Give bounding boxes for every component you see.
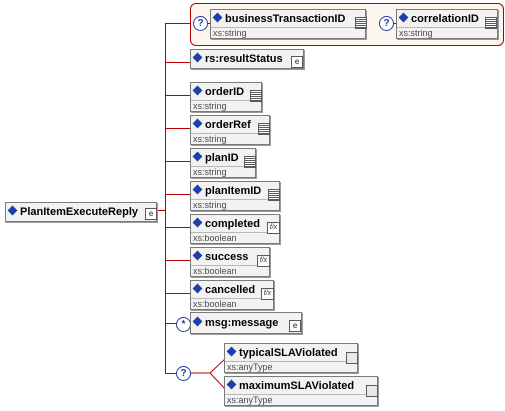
optional-indicator-group-bottom: ?: [176, 366, 191, 381]
choice-connector-lines: [190, 357, 226, 391]
element-message[interactable]: msg:message e: [190, 312, 302, 334]
complex-content-icon: e: [289, 320, 301, 332]
element-planitemid[interactable]: planItemID xs:string: [190, 181, 280, 211]
element-label: orderID: [205, 86, 245, 98]
element-diamond-icon: [226, 379, 237, 390]
branch-planid: [165, 161, 191, 162]
branch-completed: [165, 227, 191, 228]
element-diamond-icon: [226, 346, 237, 357]
element-label: planItemID: [205, 185, 262, 197]
element-label: completed: [205, 218, 261, 230]
element-label: orderRef: [205, 119, 251, 131]
anytype-icon: [366, 385, 378, 397]
root-label: PlanItemExecuteReply: [20, 206, 138, 218]
separator: [191, 298, 273, 299]
branch-resultstatus: [165, 62, 191, 63]
element-type: xs:string: [213, 28, 247, 38]
element-label: cancelled: [205, 284, 256, 296]
element-diamond-icon: [212, 12, 223, 23]
element-diamond-icon: [192, 118, 203, 129]
element-diamond-icon: [192, 151, 203, 162]
element-diamond-icon: [192, 184, 203, 195]
fixed-value-icon: f/x: [267, 222, 280, 234]
branch-cancelled: [165, 293, 191, 294]
separator: [191, 133, 269, 134]
element-type: xs:string: [193, 134, 227, 144]
complex-content-icon: e: [145, 208, 157, 220]
element-type: xs:string: [193, 101, 227, 111]
element-resultstatus[interactable]: rs:resultStatus e: [190, 49, 304, 69]
element-correlationid[interactable]: correlationID xs:string: [396, 9, 498, 39]
element-diamond-icon: [192, 316, 203, 327]
element-label: rs:resultStatus: [205, 53, 283, 65]
optional-indicator-group-top: ?: [193, 16, 208, 31]
element-label: msg:message: [205, 317, 279, 329]
branch-group-bottom: [165, 373, 177, 374]
optional-indicator-correlationid: ?: [379, 16, 394, 31]
element-success[interactable]: success xs:boolean f/x: [190, 247, 270, 277]
element-diamond-icon: [192, 283, 203, 294]
element-businesstransactionid[interactable]: businessTransactionID xs:string: [210, 9, 367, 39]
separator: [191, 265, 269, 266]
element-label: maximumSLAViolated: [239, 380, 355, 392]
simple-content-icon: [485, 17, 497, 29]
trunk-connector: [165, 23, 166, 373]
simple-content-icon: [250, 90, 262, 102]
element-diamond-icon: [398, 12, 409, 23]
element-orderid[interactable]: orderID xs:string: [190, 82, 262, 112]
separator: [191, 232, 279, 233]
element-label: planID: [205, 152, 239, 164]
simple-content-icon: [244, 156, 256, 168]
element-type: xs:boolean: [193, 233, 237, 243]
separator: [191, 199, 279, 200]
separator: [211, 27, 365, 28]
correlation-wire: [393, 23, 397, 24]
group-top-inner-wire: [208, 23, 211, 24]
element-typicalslaviolated[interactable]: typicalSLAViolated xs:anyType: [224, 343, 358, 373]
element-completed[interactable]: completed xs:boolean f/x: [190, 214, 280, 244]
element-label: businessTransactionID: [225, 13, 346, 25]
simple-content-icon: [268, 189, 280, 201]
element-maximumslaviolated[interactable]: maximumSLAViolated xs:anyType: [224, 376, 378, 406]
element-diamond-icon: [192, 85, 203, 96]
root-connector: [156, 210, 166, 211]
element-type: xs:string: [399, 28, 433, 38]
branch-success: [165, 260, 191, 261]
root-element-planitemexecutereply[interactable]: PlanItemExecuteReply e: [5, 202, 157, 222]
element-cancelled[interactable]: cancelled xs:boolean f/x: [190, 280, 274, 310]
separator: [397, 27, 497, 28]
branch-planitemid: [165, 194, 191, 195]
element-type: xs:string: [193, 167, 227, 177]
element-type: xs:string: [193, 200, 227, 210]
branch-orderid: [165, 95, 191, 96]
element-planid[interactable]: planID xs:string: [190, 148, 256, 178]
repeat-indicator-message: *: [176, 317, 191, 332]
fixed-value-icon: f/x: [261, 288, 274, 300]
fixed-value-icon: f/x: [257, 255, 270, 267]
separator: [225, 394, 377, 395]
element-label: success: [205, 251, 249, 263]
element-orderref[interactable]: orderRef xs:string: [190, 115, 270, 145]
branch-orderref: [165, 128, 191, 129]
branch-group-top: [165, 23, 191, 24]
element-type: xs:anyType: [227, 362, 273, 372]
element-diamond-icon: [192, 217, 203, 228]
element-label: correlationID: [411, 13, 479, 25]
anytype-icon: [346, 352, 358, 364]
element-diamond-icon: [192, 250, 203, 261]
complex-content-icon: e: [291, 56, 303, 68]
element-diamond-icon: [7, 205, 18, 216]
element-label: typicalSLAViolated: [239, 347, 338, 359]
separator: [191, 100, 261, 101]
separator: [191, 166, 255, 167]
element-type: xs:anyType: [227, 395, 273, 405]
element-diamond-icon: [192, 52, 203, 63]
element-type: xs:boolean: [193, 299, 237, 309]
separator: [225, 361, 357, 362]
simple-content-icon: [355, 17, 367, 29]
element-type: xs:boolean: [193, 266, 237, 276]
simple-content-icon: [258, 123, 270, 135]
